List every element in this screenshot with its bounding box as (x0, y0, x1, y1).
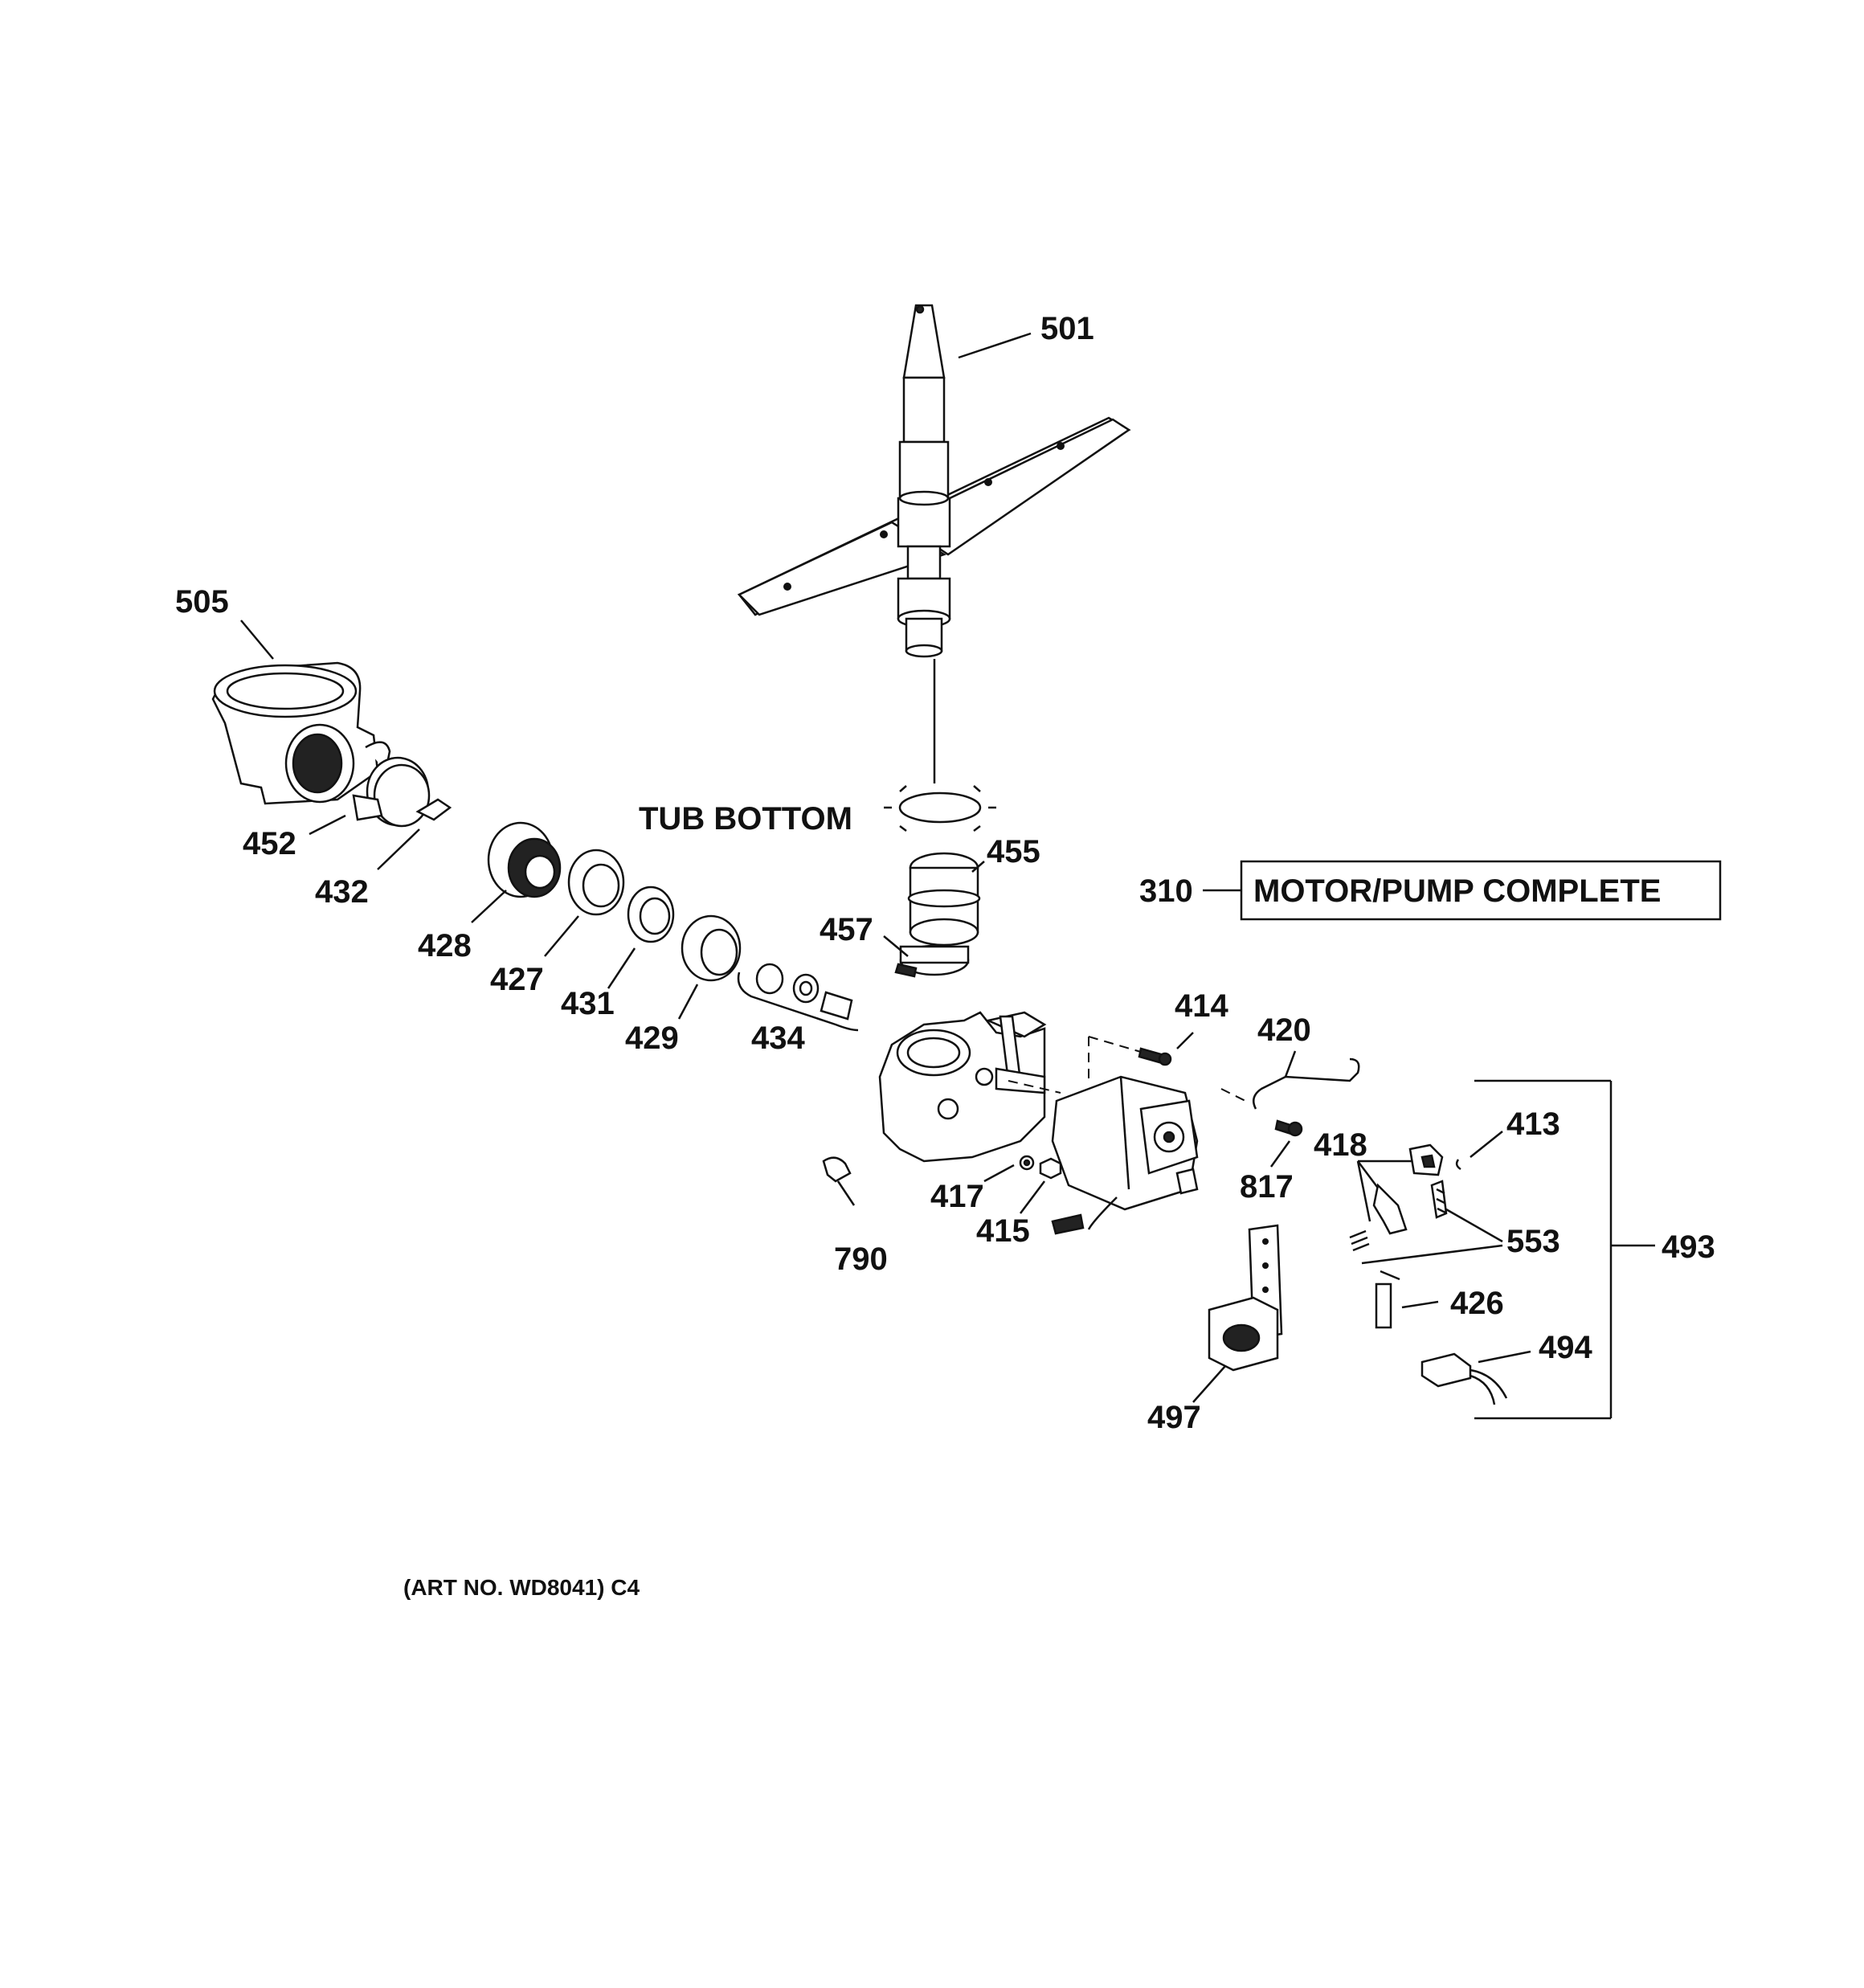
label-493: 493 (1662, 1229, 1715, 1265)
nut-415: 415 (976, 1157, 1062, 1249)
label-414: 414 (1175, 988, 1228, 1024)
label-310: 310 (1139, 873, 1193, 909)
pump-housing (878, 1011, 1061, 1163)
label-426: 426 (1450, 1286, 1504, 1321)
clip-790: 790 (822, 1156, 888, 1277)
label-432: 432 (315, 874, 369, 910)
label-429: 429 (625, 1021, 679, 1056)
label-413: 413 (1506, 1106, 1560, 1142)
bracket-493: 493 (1474, 1079, 1715, 1420)
washer-417: 417 (930, 1155, 1035, 1214)
label-457: 457 (820, 912, 873, 947)
filter-428: 428 (418, 821, 562, 963)
clamp-457: 457 (820, 912, 970, 978)
lever-420: 420 (1220, 1012, 1360, 1110)
ring-427: 427 (490, 849, 625, 997)
label-418: 418 (1314, 1127, 1367, 1163)
spray-arm-501: 501 (737, 304, 1131, 783)
motor (1051, 1036, 1199, 1235)
label-817: 817 (1240, 1169, 1294, 1205)
label-427: 427 (490, 962, 544, 997)
art-number: (ART NO. WD8041) C4 (403, 1575, 640, 1600)
screw-817: 817 (1240, 1119, 1303, 1205)
label-434: 434 (751, 1021, 805, 1056)
motor-pump-callout: 310 MOTOR/PUMP COMPLETE (1139, 860, 1722, 921)
label-497: 497 (1147, 1400, 1201, 1435)
label-452: 452 (243, 826, 296, 861)
label-501: 501 (1040, 311, 1094, 346)
label-417: 417 (930, 1179, 984, 1214)
sump-505: 505 (175, 584, 391, 805)
gasket-455: 455 (907, 834, 1040, 947)
parts-418-413-553: 418 413 553 (1314, 1106, 1560, 1265)
impeller-429: 429 (625, 914, 742, 1056)
parts-434: 434 (737, 963, 859, 1056)
pin-426: 426 (1375, 1270, 1504, 1329)
clamp-452-432: 452 432 (243, 756, 452, 910)
tub-bottom-label: TUB BOTTOM (639, 801, 852, 837)
label-420: 420 (1257, 1012, 1311, 1048)
solenoid-497: 497 (1147, 1224, 1283, 1435)
tub-bottom: TUB BOTTOM (639, 785, 996, 837)
label-553: 553 (1506, 1224, 1560, 1259)
retainer-431: 431 (561, 886, 675, 1021)
label-428: 428 (418, 928, 472, 963)
label-431: 431 (561, 986, 615, 1021)
connector-494: 494 (1420, 1330, 1592, 1405)
label-790: 790 (834, 1241, 888, 1277)
label-494: 494 (1539, 1330, 1592, 1365)
label-415: 415 (976, 1213, 1030, 1249)
label-505: 505 (175, 584, 229, 620)
label-455: 455 (987, 834, 1040, 869)
screw-414: 414 (1138, 988, 1228, 1066)
motor-pump-label: MOTOR/PUMP COMPLETE (1253, 873, 1661, 909)
